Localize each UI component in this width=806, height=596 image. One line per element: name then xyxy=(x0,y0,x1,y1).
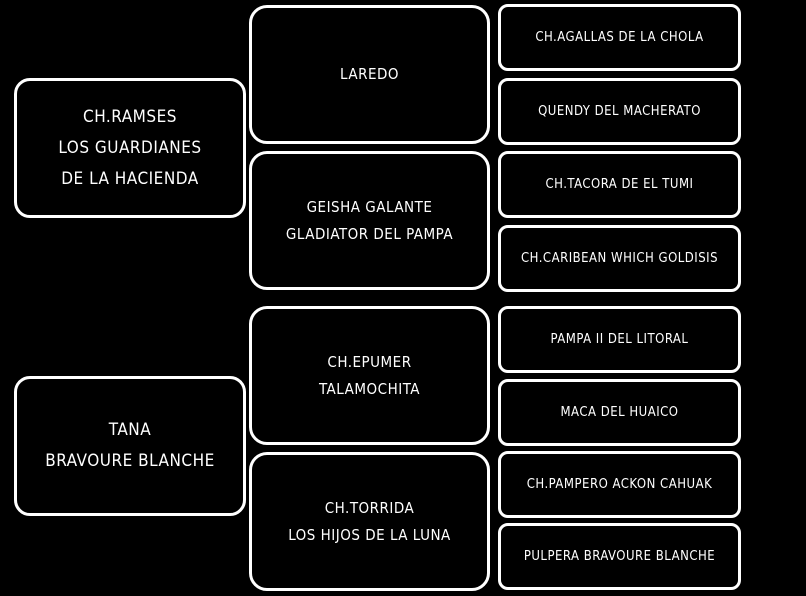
great-grandparent-name: PAMPA II DEL LITORAL xyxy=(550,331,689,347)
great-grandparent-name: QUENDY DEL MACHERATO xyxy=(538,103,701,119)
great-grandparent-box: QUENDY DEL MACHERATO xyxy=(498,78,741,145)
dam-name: TANA BRAVOURE BLANCHE xyxy=(45,420,215,471)
great-grandparent-box: CH.CARIBEAN WHICH GOLDISIS xyxy=(498,225,741,292)
great-grandparent-name: PULPERA BRAVOURE BLANCHE xyxy=(523,548,716,564)
sire-sire-box: LAREDO xyxy=(249,5,490,144)
great-grandparent-name: MACA DEL HUAICO xyxy=(560,404,679,420)
great-grandparent-box: CH.AGALLAS DE LA CHOLA xyxy=(498,4,741,71)
dam-sire-box: CH.EPUMER TALAMOCHITA xyxy=(249,306,490,445)
sire-box: CH.RAMSES LOS GUARDIANES DE LA HACIENDA xyxy=(14,78,246,218)
great-grandparent-box: CH.TACORA DE EL TUMI xyxy=(498,151,741,218)
sire-sire-name: LAREDO xyxy=(339,65,399,83)
dam-sire-name: CH.EPUMER TALAMOCHITA xyxy=(318,352,420,398)
great-grandparent-name: CH.AGALLAS DE LA CHOLA xyxy=(535,29,704,45)
dam-dam-name: CH.TORRIDA LOS HIJOS DE LA LUNA xyxy=(288,498,451,544)
great-grandparent-name: CH.CARIBEAN WHICH GOLDISIS xyxy=(520,250,719,266)
great-grandparent-box: CH.PAMPERO ACKON CAHUAK xyxy=(498,451,741,518)
great-grandparent-box: PAMPA II DEL LITORAL xyxy=(498,306,741,373)
great-grandparent-box: MACA DEL HUAICO xyxy=(498,379,741,446)
dam-box: TANA BRAVOURE BLANCHE xyxy=(14,376,246,516)
great-grandparent-name: CH.TACORA DE EL TUMI xyxy=(545,176,694,192)
sire-dam-name: GEISHA GALANTE GLADIATOR DEL PAMPA xyxy=(285,197,454,243)
sire-name: CH.RAMSES LOS GUARDIANES DE LA HACIENDA xyxy=(58,106,202,189)
sire-dam-box: GEISHA GALANTE GLADIATOR DEL PAMPA xyxy=(249,151,490,290)
dam-dam-box: CH.TORRIDA LOS HIJOS DE LA LUNA xyxy=(249,452,490,591)
great-grandparent-name: CH.PAMPERO ACKON CAHUAK xyxy=(526,476,713,492)
great-grandparent-box: PULPERA BRAVOURE BLANCHE xyxy=(498,523,741,590)
